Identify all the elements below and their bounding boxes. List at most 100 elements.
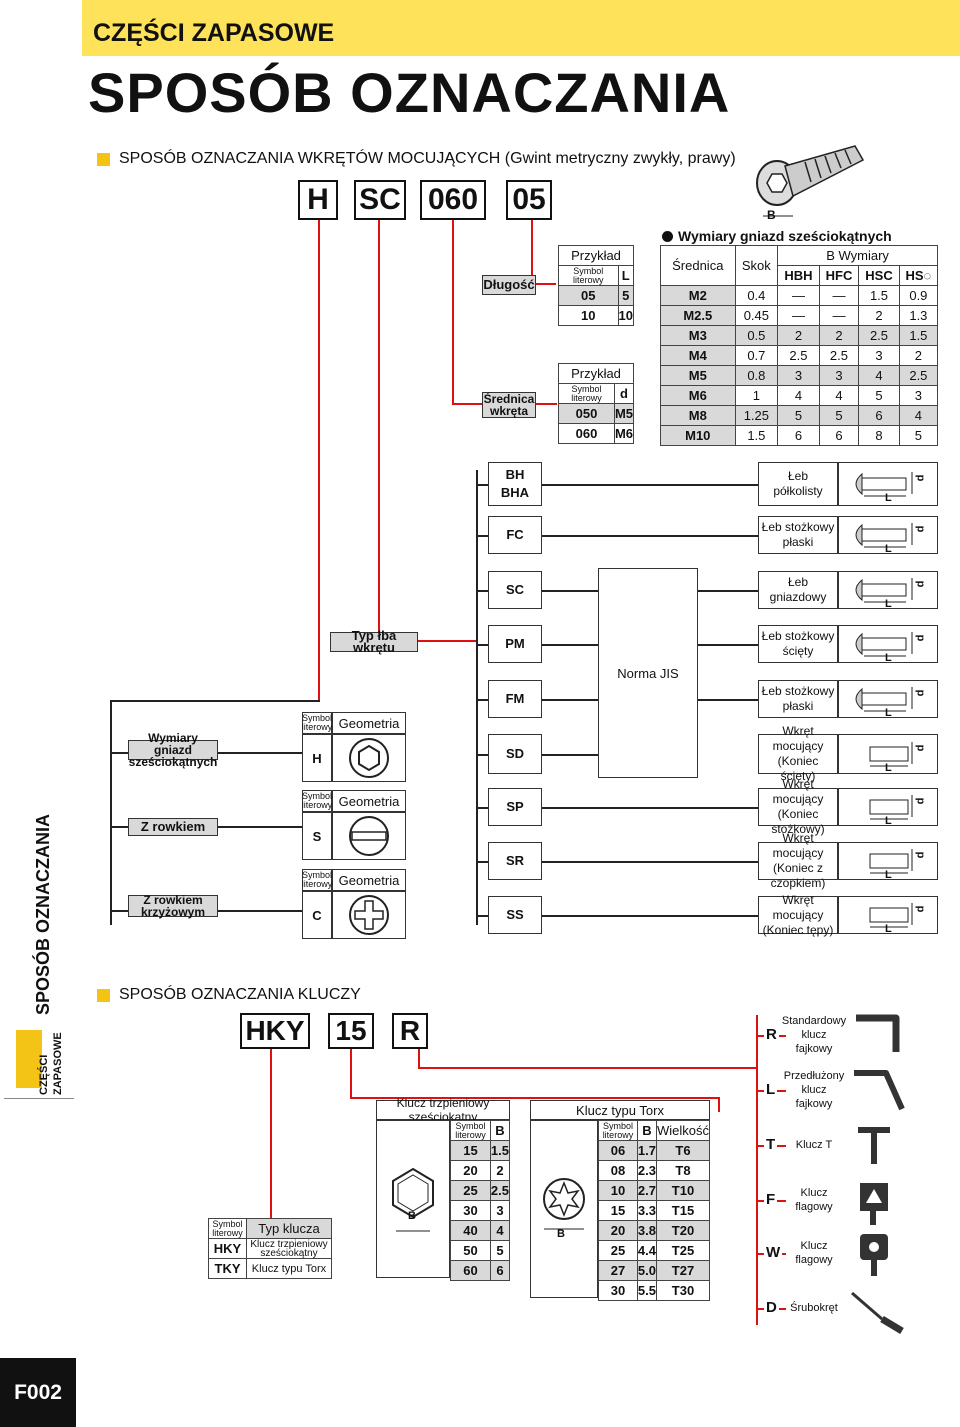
table-cell: 1.5 [734,425,779,446]
table-cell: T27 [655,1260,711,1281]
screwdriver-icon [851,1291,904,1335]
length-label: Długość [482,275,536,295]
table-cell: 6 [818,425,860,446]
table-cell: 3.8 [636,1220,657,1241]
keys-section-title: SPOSÓB OZNACZANIA KLUCZY [97,986,361,1004]
screw-type-desc: Łeb [787,469,809,483]
table-cell: 1.3 [898,305,939,326]
geo-header: Geometria [332,712,406,734]
screw-type-desc: Łeb stożkowy [761,629,835,643]
table-cell: 2.5 [898,365,939,386]
screw-type-desc-7: Wkręt mocujący(Koniec z czopkiem) [758,831,838,890]
table-cell: M5 [660,365,736,386]
key-shape-letter: R [764,1026,779,1043]
table-cell: 6 [777,425,820,446]
table-cell: 2.5 [858,325,900,346]
hex-socket-icon [349,738,389,778]
socket-b-label: B [767,208,776,222]
bracket-line [542,915,758,917]
table-cell: 3 [898,385,939,406]
table-cell: 25 [598,1240,638,1261]
table-cell: 5 [858,385,900,406]
bracket-line [218,826,302,828]
connector-line [531,220,533,285]
flag-key-icon [860,1183,888,1225]
screw-type-desc: Łeb stożkowy [761,684,835,698]
sidebar-rule [4,1098,74,1099]
table-header: Symbol literowy [208,1218,247,1239]
table-header: HFC [818,265,860,286]
hex-key-icon [392,1167,434,1232]
sidebar-tab [16,1030,42,1088]
table-cell: 0.8 [734,365,779,386]
diameter-label: Średnica wkręta [482,392,536,418]
screw-type-code: SD [505,746,525,761]
table-cell: 2 [858,305,900,326]
bracket-line [476,590,488,592]
norm-jis-box: Norma JIS [598,568,698,778]
table-header: HBH [777,265,820,286]
table-cell: 3.3 [636,1200,657,1221]
torx-key-b-label: B [557,1228,565,1240]
screw-type-desc: (Koniec stożkowy) [771,807,825,836]
table-cell: M2.5 [660,305,736,326]
bracket-line [476,535,488,537]
connector-line [378,640,478,642]
screw-type-desc: ścięty [782,644,814,658]
table-cell: T25 [655,1240,711,1261]
section-square-icon [97,988,110,1002]
torx-key-image [530,1120,598,1298]
key-shape-drawing [846,1065,926,1117]
table-cell: 2.5 [818,345,860,366]
bracket-line [110,826,128,828]
table-title: Przykład [558,363,634,384]
table-cell: M8 [660,405,736,426]
table-header: Wielkość [655,1120,711,1141]
key-code-r: R [392,1013,428,1049]
table-cell: 0.9 [898,285,939,306]
key-shape-desc: Śrubokręt [786,1283,842,1333]
table-header: Symbol literowy [558,265,619,286]
dim-l-label: L [885,815,892,827]
connector-line [350,1097,720,1099]
bracket-line [542,807,758,809]
screw-section-title-text: SPOSÓB OZNACZANIA WKRĘTÓW MOCUJĄCYCH (Gw… [119,150,736,167]
table-cell: 3 [818,365,860,386]
screw-type-code: SC [505,582,525,597]
table-cell: 2 [489,1160,511,1181]
screw-type-desc: płaski [782,699,814,713]
screw-type-desc: gniazdowy [769,590,827,604]
table-cell: T15 [655,1200,711,1221]
key-shape-desc-line: Klucz [800,1187,828,1199]
dim-l-label: L [885,598,892,610]
screw-type-desc: Łeb [787,575,809,589]
table-cell: 060 [558,423,615,444]
geo-header: Geometria [332,790,406,812]
table-cell: 3 [777,365,820,386]
table-cell: 4.4 [636,1240,657,1261]
key-shape-drawing [846,1120,926,1172]
bracket-line [476,470,478,925]
torx-key-icon [543,1178,585,1230]
table-cell: 4 [777,385,820,406]
geo-drawing [332,812,406,860]
code-box-060: 060 [420,180,486,220]
connector-line [350,1049,352,1099]
dim-d-label: d [914,689,927,697]
geo-symbol-header: Symbol literowy [301,869,333,891]
key-shape-desc-line: flagowy [795,1201,833,1213]
